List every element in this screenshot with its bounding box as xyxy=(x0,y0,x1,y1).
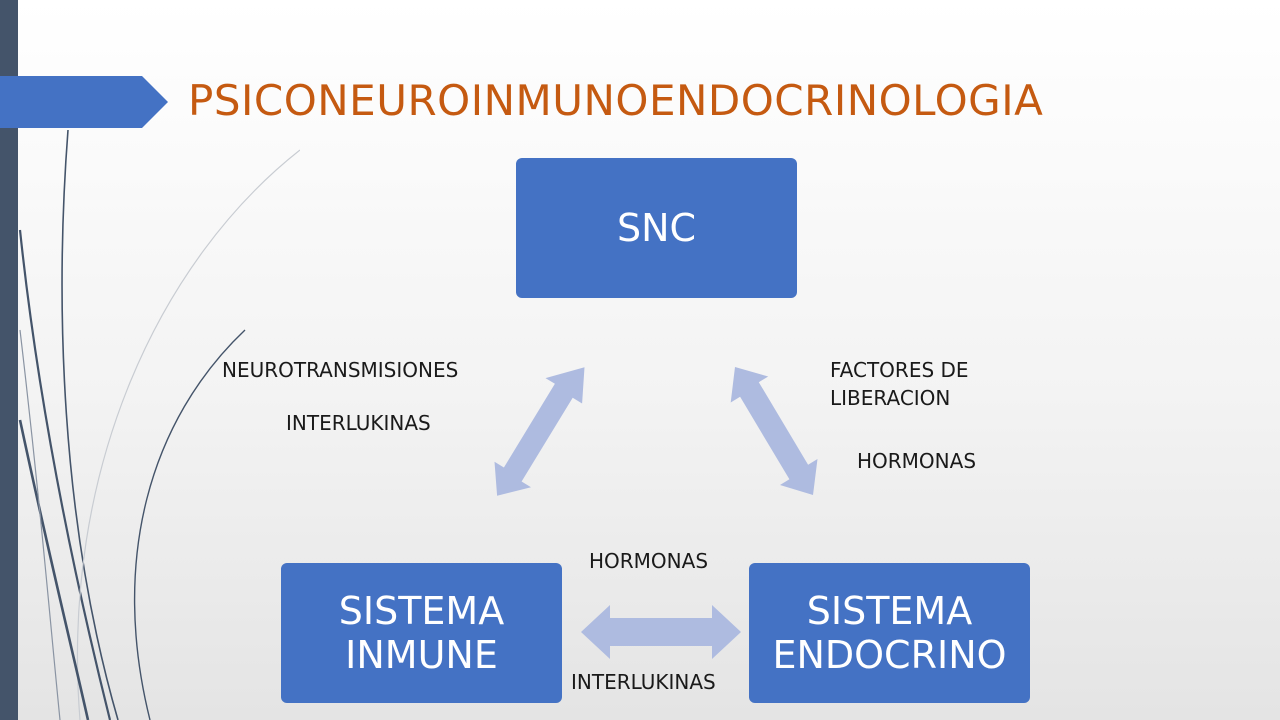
node-sistema-inmune: SISTEMA INMUNE xyxy=(281,563,562,703)
label-factores-de-liberacion: FACTORES DE LIBERACION xyxy=(830,358,969,410)
node-sistema-inmune-label: SISTEMA INMUNE xyxy=(338,589,505,677)
label-interlukinas-bottom: INTERLUKINAS xyxy=(571,670,716,694)
label-interlukinas-left: INTERLUKINAS xyxy=(286,411,431,435)
node-snc-label: SNC xyxy=(616,206,697,250)
double-arrow-snc-endocrino xyxy=(730,367,818,495)
title-arrow-icon xyxy=(0,76,168,128)
label-hormonas-bottom: HORMONAS xyxy=(589,549,709,573)
slide-title: PSICONEUROINMUNOENDOCRINOLOGIA xyxy=(188,76,1044,125)
node-sistema-endocrino: SISTEMA ENDOCRINO xyxy=(749,563,1030,703)
label-hormonas-right: HORMONAS xyxy=(857,449,977,473)
node-snc: SNC xyxy=(516,158,797,298)
node-sistema-endocrino-label: SISTEMA ENDOCRINO xyxy=(772,589,1007,677)
double-arrow-inmune-endocrino xyxy=(581,605,741,659)
double-arrow-snc-inmune xyxy=(494,367,585,496)
left-accent-bar xyxy=(0,0,18,720)
decorative-curves xyxy=(18,129,300,720)
label-neurotransmisiones: NEUROTRANSMISIONES xyxy=(222,358,459,382)
